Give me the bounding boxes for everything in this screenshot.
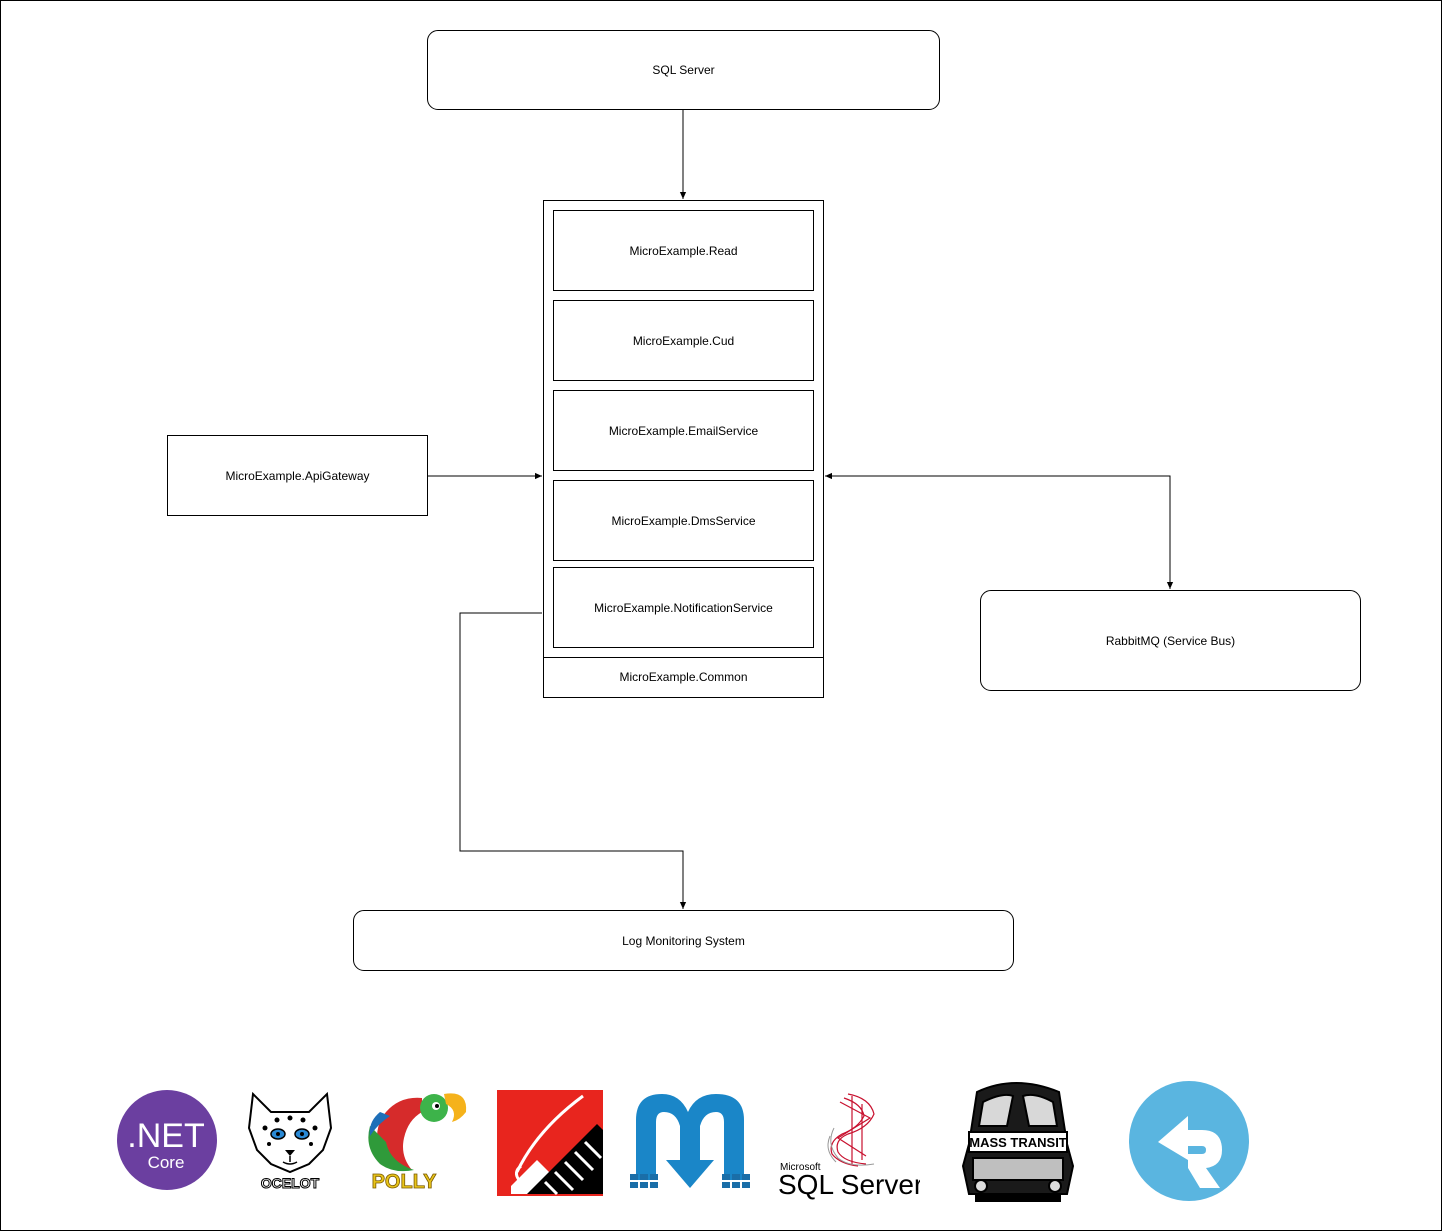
sql-server-brand-text: SQL Server bbox=[778, 1169, 920, 1200]
api-gateway-label: MicroExample.ApiGateway bbox=[225, 468, 370, 483]
common-label: MicroExample.Common bbox=[619, 670, 748, 684]
read-service-label: MicroExample.Read bbox=[629, 243, 738, 258]
sql-server-node[interactable]: SQL Server bbox=[427, 30, 940, 110]
api-gateway-node[interactable]: MicroExample.ApiGateway bbox=[167, 435, 428, 516]
dotnet-text: .NET bbox=[127, 1117, 204, 1155]
rabbitmq-node[interactable]: RabbitMQ (Service Bus) bbox=[980, 590, 1361, 691]
refit-logo bbox=[1129, 1081, 1249, 1201]
rabbitmq-label: RabbitMQ (Service Bus) bbox=[1105, 633, 1236, 648]
read-service-node[interactable]: MicroExample.Read bbox=[553, 210, 814, 291]
email-service-node[interactable]: MicroExample.EmailService bbox=[553, 390, 814, 471]
redgate-logo bbox=[497, 1090, 603, 1196]
ocelot-text: OCELOT bbox=[261, 1175, 320, 1191]
cud-service-node[interactable]: MicroExample.Cud bbox=[553, 300, 814, 381]
common-divider bbox=[543, 657, 824, 658]
dotnet-core-text: Core bbox=[148, 1153, 185, 1172]
notification-service-label: MicroExample.NotificationService bbox=[594, 600, 773, 615]
sql-server-logo: Microsoft SQL Server bbox=[778, 1093, 920, 1200]
polly-logo: POLLY bbox=[368, 1093, 467, 1193]
notification-service-node[interactable]: MicroExample.NotificationService bbox=[553, 567, 814, 648]
ocelot-logo: OCELOT bbox=[247, 1091, 333, 1192]
dotnet-core-logo: .NET Core bbox=[117, 1090, 217, 1190]
log-monitoring-label: Log Monitoring System bbox=[622, 933, 745, 948]
edge-services-rabbitmq bbox=[825, 472, 1174, 589]
log-monitoring-node[interactable]: Log Monitoring System bbox=[353, 910, 1014, 971]
sql-server-microsoft-text: Microsoft bbox=[780, 1162, 821, 1173]
edge-services-to-logs bbox=[459, 612, 687, 909]
email-service-label: MicroExample.EmailService bbox=[608, 423, 759, 438]
cud-service-label: MicroExample.Cud bbox=[632, 333, 735, 348]
masstransit-text: MASS TRANSIT bbox=[969, 1135, 1067, 1150]
sql-server-label: SQL Server bbox=[652, 63, 715, 77]
polly-text: POLLY bbox=[372, 1171, 437, 1193]
mapster-logo bbox=[630, 1094, 750, 1188]
dms-service-label: MicroExample.DmsService bbox=[611, 513, 756, 528]
masstransit-logo: MASS TRANSIT bbox=[961, 1082, 1075, 1202]
dms-service-node[interactable]: MicroExample.DmsService bbox=[553, 480, 814, 561]
